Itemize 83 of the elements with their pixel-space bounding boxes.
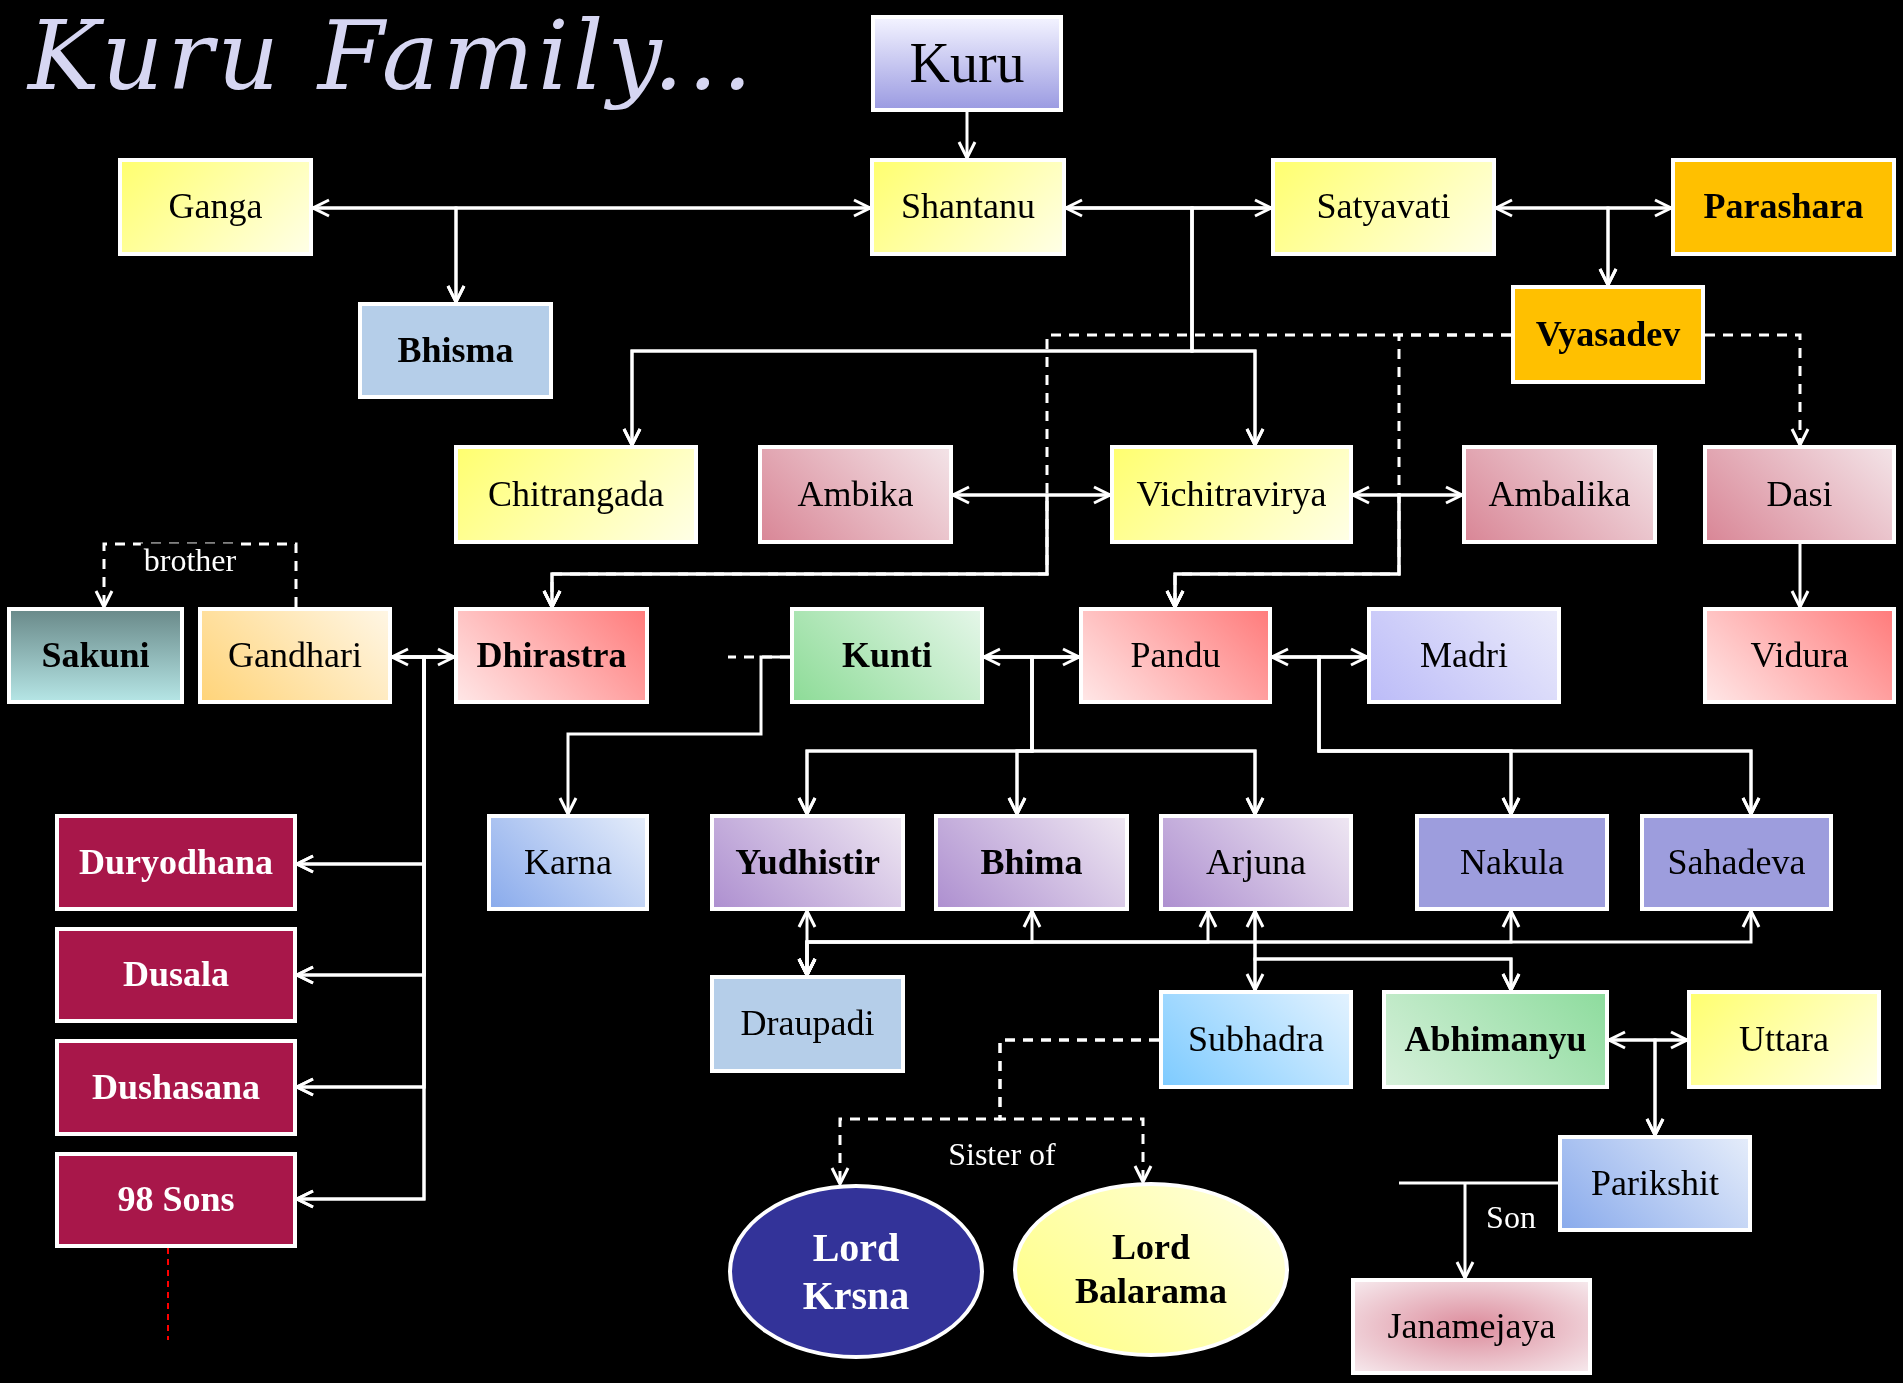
person-box: [118, 158, 313, 256]
name-label: Dasi: [1766, 472, 1833, 516]
name-label: Ganga: [168, 185, 263, 229]
name-label: Madri: [1420, 633, 1508, 677]
person-box: [1271, 158, 1496, 256]
person-box: [198, 607, 392, 704]
person-box: [55, 1039, 297, 1136]
person-box: [55, 927, 297, 1023]
name-label: Satyavati: [1316, 185, 1451, 229]
connector-arrow: [998, 1038, 1159, 1184]
connector-arrow: [957, 112, 977, 160]
person-box: [1703, 445, 1896, 544]
connector-arrow: [558, 655, 790, 816]
person-box: [1511, 285, 1705, 384]
name-label: Karna: [524, 840, 612, 884]
person-box: [1079, 607, 1272, 704]
connector-arrow: [1397, 1181, 1560, 1280]
name-label: Yudhistir: [735, 840, 880, 884]
connector-arrow: [1705, 333, 1810, 447]
connector-arrow: [1790, 544, 1810, 609]
person-box: [1703, 607, 1896, 704]
name-label: Gandhari: [228, 633, 362, 677]
name-label: Dushasana: [91, 1065, 261, 1109]
name-label: Bhisma: [397, 328, 514, 372]
connector-arrow: [1253, 957, 1521, 992]
person-box: [1462, 445, 1657, 544]
person-box: [1159, 990, 1353, 1089]
person-box: [358, 302, 553, 399]
name-label: Nakula: [1460, 840, 1564, 884]
person-box: [7, 607, 184, 704]
person-box: [871, 15, 1063, 112]
name-label: Vyasadev: [1535, 312, 1681, 356]
person-box: [790, 607, 984, 704]
person-box: [1351, 1278, 1592, 1375]
name-label: Janamejaya: [1387, 1304, 1556, 1348]
name-label: Parashara: [1703, 185, 1864, 229]
name-label: Pandu: [1130, 633, 1221, 677]
name-label: Vidura: [1750, 633, 1849, 677]
name-label: Duryodhana: [78, 840, 274, 884]
person-box: [710, 975, 905, 1073]
person-box: [758, 445, 953, 544]
person-box: [1640, 814, 1833, 911]
connector-line: [167, 1247, 169, 1341]
person-box: [487, 814, 649, 911]
person-box: [55, 1152, 297, 1248]
title: Kuru Family...: [28, 4, 757, 110]
name-label: Sakuni: [41, 633, 150, 677]
name-label: Ambalika: [1488, 472, 1631, 516]
person-box: [1159, 814, 1353, 911]
person-box: [934, 814, 1129, 911]
person-box: [1367, 607, 1561, 704]
name-label: Parikshit: [1591, 1161, 1719, 1205]
name-label: Arjuna: [1206, 840, 1306, 884]
person-box: [710, 814, 905, 911]
person-box: [1687, 990, 1881, 1089]
name-label: Draupadi: [740, 1002, 875, 1046]
name-label: Chitrangada: [488, 472, 664, 516]
name-label: Lord Balarama: [1074, 1226, 1228, 1313]
name-label: Kunti: [841, 633, 932, 677]
name-label: Ambika: [797, 472, 914, 516]
person-box: [1671, 158, 1896, 256]
person-box: [1415, 814, 1609, 911]
name-label: Kuru: [909, 30, 1025, 96]
name-label: Lord Krsna: [801, 1223, 911, 1320]
person-box: [870, 158, 1066, 256]
person-box: [454, 607, 649, 704]
person-box: [1382, 990, 1609, 1089]
name-label: 98 Sons: [117, 1178, 235, 1222]
name-label: Subhadra: [1188, 1017, 1324, 1061]
connector-arrow: [797, 909, 1761, 977]
name-label: Bhima: [980, 840, 1083, 884]
name-label: Uttara: [1739, 1017, 1829, 1061]
name-label: Dusala: [123, 953, 229, 997]
name-label: Sahadeva: [1667, 840, 1806, 884]
name-label: Abhimanyu: [1404, 1017, 1587, 1061]
person-box: [454, 445, 698, 544]
name-label: Dhirastra: [476, 633, 627, 677]
person-box: [1110, 445, 1353, 544]
connector-arrow: [1245, 909, 1265, 992]
name-label: Vichitravirya: [1136, 472, 1327, 516]
person-box: [55, 814, 297, 911]
name-label: Shantanu: [901, 185, 1035, 229]
person-box: [1558, 1135, 1752, 1232]
